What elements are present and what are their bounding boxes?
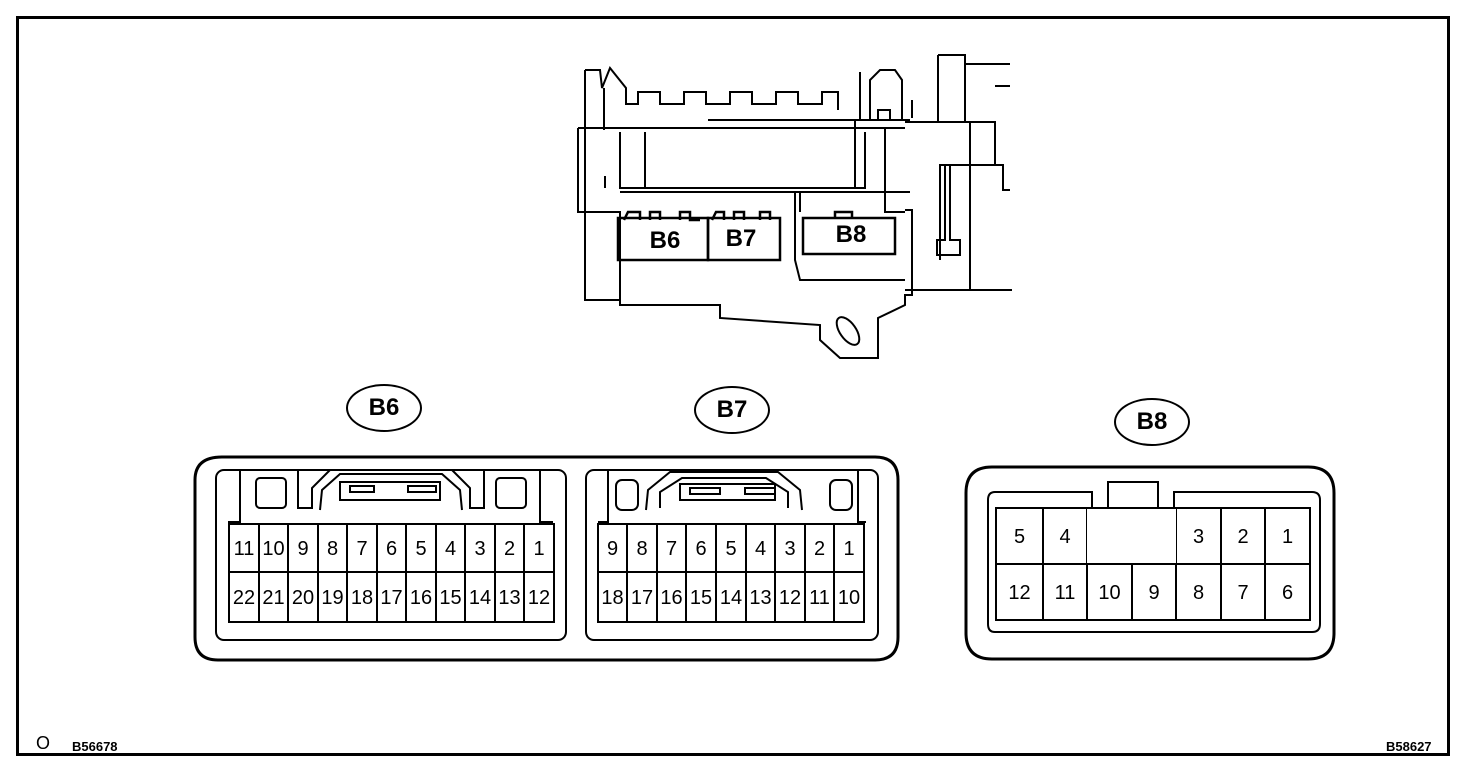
pin-cell: 2: [1237, 525, 1249, 548]
pin-cell: 15: [689, 586, 713, 609]
housing-label-b8: B8: [835, 221, 867, 248]
pin-cell: 11: [233, 537, 255, 560]
connector-label-b6: B6: [346, 384, 422, 432]
pin-cell: 8: [636, 537, 648, 560]
pin-cell: 1: [533, 537, 545, 560]
pin-cell: 10: [1098, 581, 1121, 604]
figure-code-left: B56678: [72, 739, 118, 754]
pin-cell: 4: [754, 537, 767, 560]
pin-cell: 12: [1008, 581, 1031, 604]
connector-label-b7: B7: [694, 386, 770, 434]
pin-cell: 22: [232, 586, 256, 609]
pin-cell: 7: [356, 537, 368, 560]
pin-cell: 9: [606, 537, 619, 560]
pin-cell: 16: [660, 586, 683, 609]
pin-cell: 14: [719, 586, 743, 609]
pin-cell: 7: [665, 537, 678, 560]
pin-cell: 5: [725, 537, 737, 560]
pin-cell: 4: [444, 537, 457, 560]
pin-cell: 10: [837, 586, 861, 609]
pin-cell: 18: [601, 586, 624, 609]
pin-cell: 8: [1192, 581, 1205, 604]
pin-cell: 4: [1059, 525, 1071, 548]
pin-cell: 6: [1281, 581, 1294, 604]
pin-cell: 2: [503, 537, 516, 560]
pin-cell: 17: [630, 586, 654, 609]
pin-cell: 6: [385, 537, 398, 560]
pin-cell: 19: [321, 586, 344, 609]
pin-cell: 13: [498, 586, 521, 609]
pin-cell: 16: [409, 586, 433, 609]
pin-cell: 8: [326, 537, 339, 560]
pin-cell: 20: [291, 586, 315, 609]
housing-label-b6: B6: [649, 227, 681, 254]
pin-cell: 6: [695, 537, 707, 560]
pin-cell: 12: [527, 586, 551, 609]
pin-cell: 1: [843, 537, 855, 560]
pin-cell: 10: [262, 537, 285, 560]
pin-cell: 15: [439, 586, 462, 609]
pin-cell: 9: [297, 537, 309, 560]
figure-code-right: B58627: [1386, 739, 1432, 754]
diagram-frame: [16, 16, 1450, 756]
pin-cell: 9: [1148, 581, 1160, 604]
pin-cell: 12: [778, 586, 802, 609]
pin-cell: 3: [1192, 525, 1205, 548]
pin-cell: 21: [262, 586, 285, 609]
pin-cell: 7: [1237, 581, 1249, 604]
housing-label-b7: B7: [725, 225, 757, 252]
pin-cell: 18: [350, 586, 374, 609]
pin-cell: 11: [1054, 581, 1076, 604]
connector-label-b8: B8: [1114, 398, 1190, 446]
pin-cell: 2: [813, 537, 826, 560]
pin-cell: 1: [1281, 525, 1294, 548]
pin-cell: 5: [415, 537, 427, 560]
pin-cell: 13: [749, 586, 772, 609]
pin-cell: 11: [809, 586, 830, 609]
pin-cell: 14: [468, 586, 492, 609]
pin-cell: 3: [474, 537, 486, 560]
pin-cell: 5: [1013, 525, 1026, 548]
pin-cell: 3: [784, 537, 796, 560]
corner-marker: O: [36, 733, 51, 753]
pin-cell: 17: [380, 586, 403, 609]
